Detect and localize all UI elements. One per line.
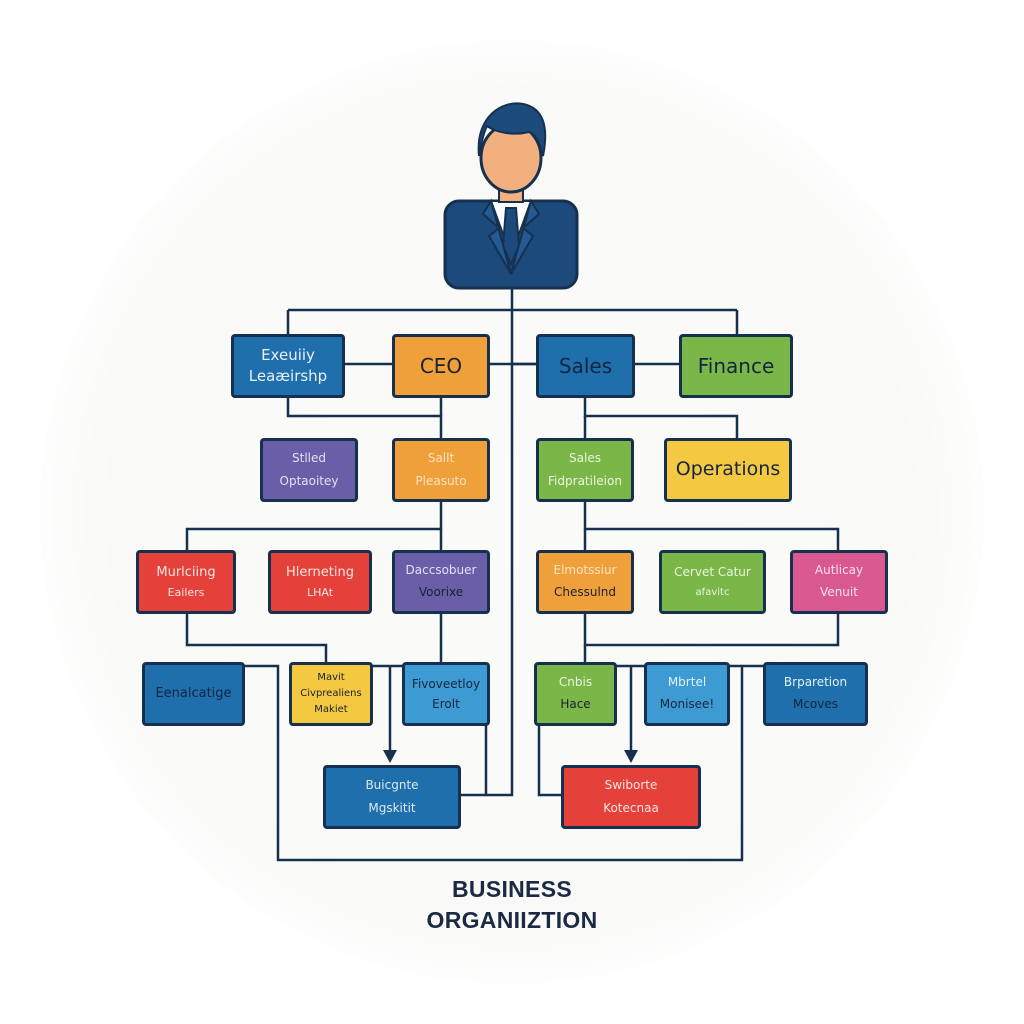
title-line-1: BUSINESS	[452, 876, 572, 902]
node-label: Autlicay	[814, 563, 864, 578]
node-label: Hlerneting	[286, 564, 354, 580]
node-daccsobuer-voorixe[interactable]: Daccsobuer Voorixe	[392, 550, 490, 614]
node-label: Swiborte	[604, 778, 658, 793]
node-label: Erolt	[432, 697, 460, 711]
node-label: Civprealiens	[300, 688, 362, 699]
node-executive-leadership[interactable]: Exeuiiy Leaæirshp	[231, 334, 345, 398]
node-label: Hace	[560, 697, 591, 711]
node-label: Leaæirshp	[248, 367, 328, 385]
node-label: Finance	[697, 353, 775, 378]
node-label: Mcoves	[792, 697, 839, 711]
node-label: Sallt	[427, 451, 455, 466]
node-label: Brparetion	[783, 675, 848, 690]
node-cnbis-hace[interactable]: Cnbis Hace	[534, 662, 617, 726]
node-mavit-civprealiens-makiet[interactable]: Mavit Civprealiens Makiet	[289, 662, 373, 726]
node-ceo[interactable]: CEO	[392, 334, 490, 398]
node-label: Operations	[675, 458, 781, 481]
node-elmotssiur-chessulnd[interactable]: Elmotssiur Chessulnd	[536, 550, 634, 614]
node-label: Mgskitit	[368, 801, 416, 815]
node-cervet-catur-afavitc[interactable]: Cervet Catur afavitc	[659, 550, 766, 614]
node-label: Venuit	[820, 585, 858, 599]
node-sallt-pleasuto[interactable]: Sallt Pleasuto	[392, 438, 490, 502]
node-finance[interactable]: Finance	[679, 334, 793, 398]
node-label: Cervet Catur	[674, 565, 751, 580]
node-label: Sales	[569, 451, 601, 466]
node-label: Stlled	[292, 451, 326, 466]
node-label: LHAt	[306, 585, 334, 599]
node-eenalcatige[interactable]: Eenalcatige	[142, 662, 245, 726]
node-buicgnte-mgskitit[interactable]: Buicgnte Mgskitit	[323, 765, 461, 829]
node-label: Cnbis	[558, 675, 593, 690]
node-stlled-optaoitey[interactable]: Stlled Optaoitey	[260, 438, 358, 502]
node-sales[interactable]: Sales	[536, 334, 635, 398]
node-label: Daccsobuer	[405, 563, 477, 578]
node-label: Fivoveetloy	[411, 676, 481, 691]
node-mbrtel-monisee[interactable]: Mbrtel Monisee!	[644, 662, 730, 726]
node-label: Voorixe	[418, 585, 464, 599]
node-sales-fidpratileion[interactable]: Sales Fidpratileion	[536, 438, 634, 502]
node-label: Eenalcatige	[155, 685, 232, 701]
node-label: Murlciing	[156, 564, 216, 580]
node-label: Optaoitey	[279, 474, 339, 488]
node-label: Kotecnaa	[603, 801, 659, 815]
node-label: Eailers	[167, 585, 205, 599]
node-hlerneting-lhat[interactable]: Hlerneting LHAt	[268, 550, 372, 614]
node-label: Mbrtel	[667, 675, 707, 690]
title-line-2: ORGANIIZTION	[426, 907, 598, 933]
node-label: Fidpratileion	[548, 474, 622, 488]
node-label: afavitc	[695, 586, 730, 598]
node-autlicay-venuit[interactable]: Autlicay Venuit	[790, 550, 888, 614]
node-label: Monisee!	[659, 697, 715, 711]
node-label: Chessulnd	[553, 585, 617, 599]
node-label: Mavit	[317, 672, 345, 683]
node-label: Buicgnte	[365, 778, 419, 793]
node-label: CEO	[419, 353, 463, 378]
node-brparetion-mcoves[interactable]: Brparetion Mcoves	[763, 662, 868, 726]
node-swiborte-kotecnaa[interactable]: Swiborte Kotecnaa	[561, 765, 701, 829]
node-label: Makiet	[314, 704, 348, 715]
node-label: Elmotssiur	[553, 563, 617, 578]
node-label: Exeuiiy	[261, 346, 315, 364]
node-operations[interactable]: Operations	[664, 438, 792, 502]
node-label: Sales	[558, 353, 613, 378]
executive-avatar-icon	[443, 102, 579, 290]
node-murlciing-eailers[interactable]: Murlciing Eailers	[136, 550, 236, 614]
node-label: Pleasuto	[415, 474, 467, 488]
chart-title: BUSINESS ORGANIIZTION	[0, 874, 1024, 936]
node-fivoveetloy-erolt[interactable]: Fivoveetloy Erolt	[402, 662, 490, 726]
